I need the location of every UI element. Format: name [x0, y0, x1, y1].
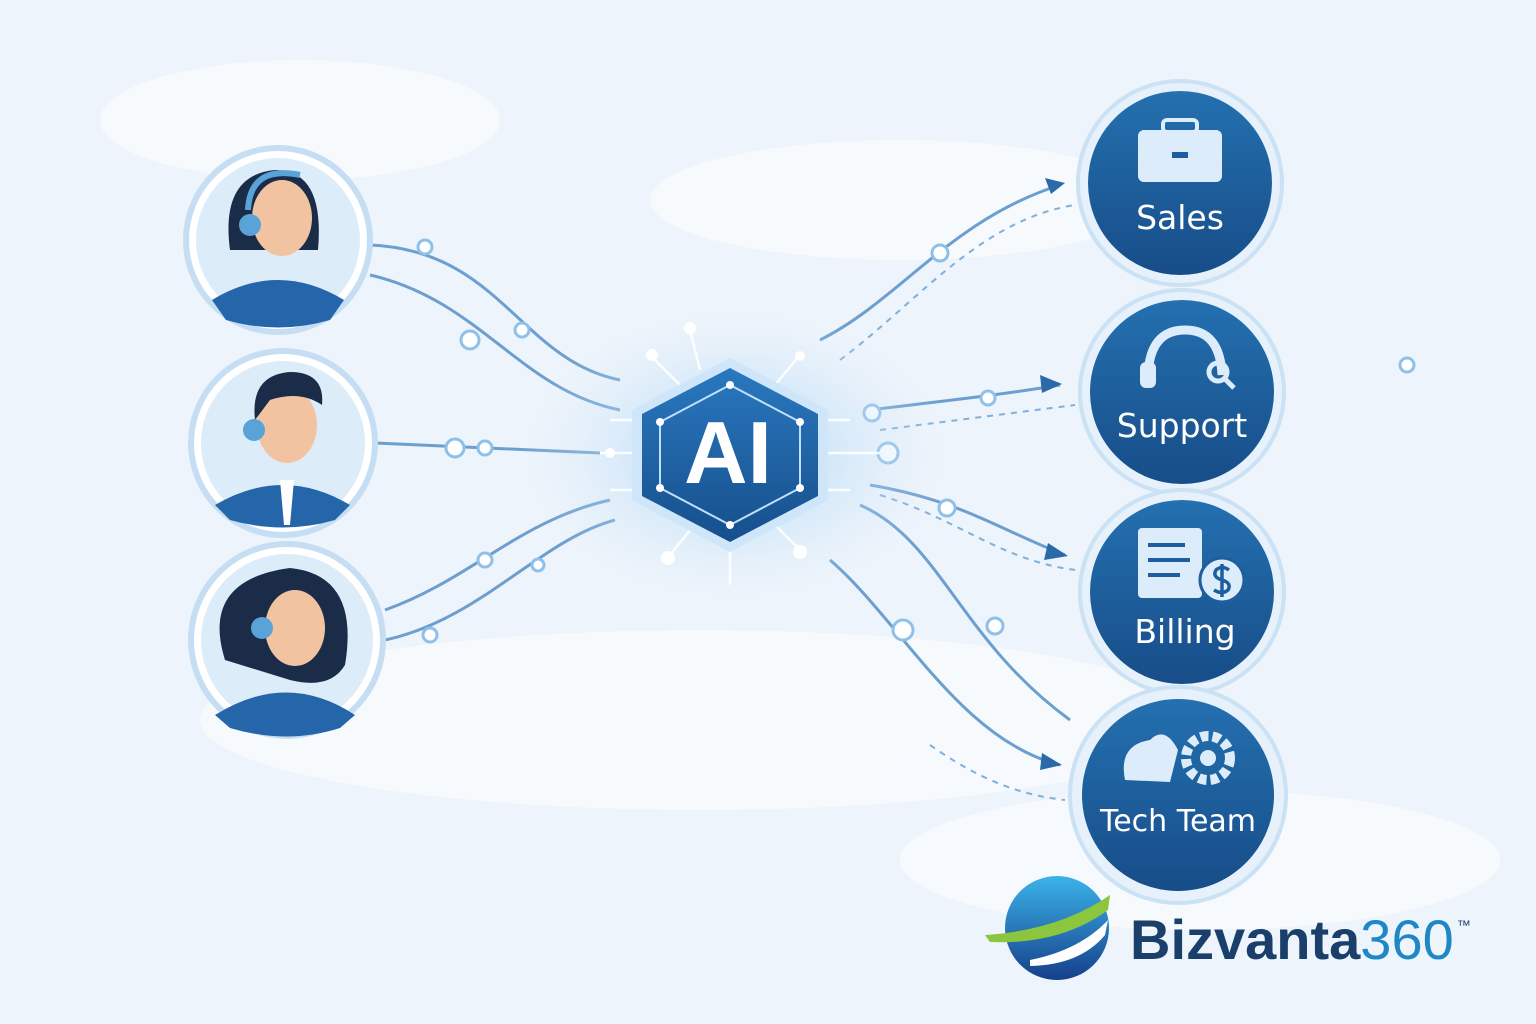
department-circles: [1068, 79, 1288, 905]
headset-icon: [1140, 325, 1236, 390]
brand-name-part1: Bizvanta: [1130, 908, 1361, 971]
department-label-sales: Sales: [1136, 198, 1224, 237]
agent-avatar-3[interactable]: [188, 541, 386, 739]
department-label-support: Support: [1116, 406, 1248, 445]
brand-logo-globe: [985, 876, 1110, 980]
trademark-symbol: ™: [1456, 917, 1471, 933]
agent-avatar-1[interactable]: [183, 145, 373, 335]
department-label-billing: Billing: [1134, 612, 1236, 651]
arrowheads: [1040, 178, 1068, 770]
department-tech-team[interactable]: [1068, 685, 1288, 905]
agent-avatars: [183, 145, 386, 739]
briefcase-icon: [1138, 118, 1222, 182]
department-billing[interactable]: [1078, 488, 1286, 696]
department-label-tech-team: Tech Team: [1099, 804, 1257, 839]
department-sales[interactable]: [1076, 79, 1284, 287]
department-support[interactable]: [1078, 288, 1286, 496]
ai-hexagon: [642, 368, 818, 542]
ai-label: AI: [684, 403, 772, 502]
brand-name-part2: 360: [1360, 908, 1454, 971]
invoice-dollar-icon: [1138, 528, 1246, 604]
agent-avatar-2[interactable]: [188, 348, 378, 538]
cloud-gear-icon: [1123, 731, 1235, 785]
ai-hub: AI: [515, 305, 955, 605]
